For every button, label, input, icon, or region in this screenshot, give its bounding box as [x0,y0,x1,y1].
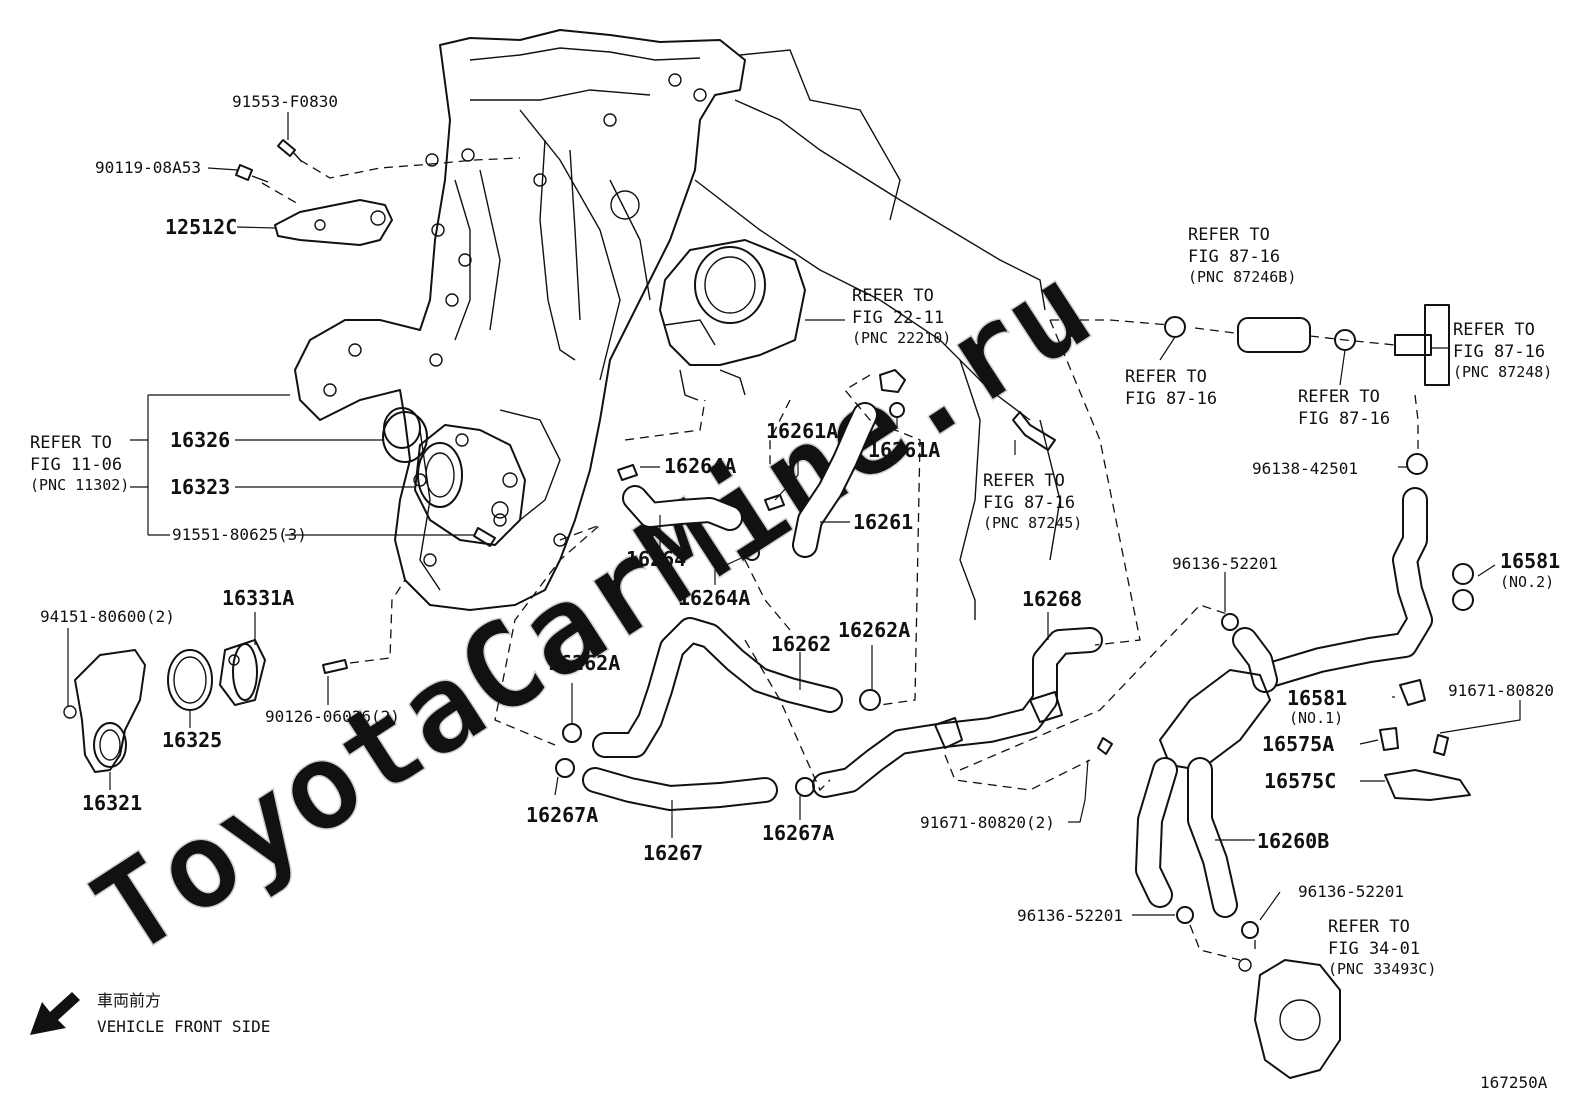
part-91553-label[interactable]: 91553-F0830 [232,92,338,111]
part-16323-label[interactable]: 16323 [170,475,230,499]
part-16267-label[interactable]: 16267 [643,841,703,865]
part-16264A-label-1[interactable]: 16264A [664,454,736,478]
part-96136-label-2[interactable]: 96136-52201 [1298,882,1404,901]
cooler-34-01 [1238,958,1341,1079]
water-housing [383,407,526,546]
part-16326-label[interactable]: 16326 [170,428,230,452]
ref-fig-87-16-b-l1[interactable]: REFER TO [1298,387,1380,407]
leader-lines [67,112,1521,921]
part-12512C-label[interactable]: 12512C [165,215,237,239]
ref-fig-34-01-pnc[interactable]: (PNC 33493C) [1328,960,1436,978]
part-96136-label-3[interactable]: 96136-52201 [1017,906,1123,925]
bracket-12512C [235,139,393,246]
part-16261-label[interactable]: 16261 [853,510,913,534]
ref-fig-87-16-pnc87246B-l2[interactable]: FIG 87-16 [1188,247,1280,267]
part-16575C-label[interactable]: 16575C [1264,769,1336,793]
part-16267A-label-2[interactable]: 16267A [762,821,834,845]
ref-fig-22-11-l2[interactable]: FIG 22-11 [852,308,944,328]
part-90119-label[interactable]: 90119-08A53 [95,158,201,177]
part-91671-label[interactable]: 91671-80820 [1448,681,1554,700]
ref-fig-11-06-pnc[interactable]: (PNC 11302) [30,476,129,494]
part-16581-no2-label[interactable]: 16581 [1500,549,1560,573]
part-16264-label[interactable]: 16264 [626,547,686,571]
part-16267A-label-1[interactable]: 16267A [526,803,598,827]
part-94151-label[interactable]: 94151-80600(2) [40,607,175,626]
part-16262A-label-2[interactable]: 16262A [548,651,620,675]
ref-fig-11-06-l1[interactable]: REFER TO [30,433,112,453]
vehicle-front-en: VEHICLE FRONT SIDE [97,1017,270,1036]
ref-fig-34-01-l2[interactable]: FIG 34-01 [1328,939,1420,959]
part-91671-2-label[interactable]: 91671-80820(2) [920,813,1055,832]
hose-16264 [622,485,743,531]
part-16331A-label[interactable]: 16331A [222,586,294,610]
ref-fig-87-16-pnc87246B-pnc[interactable]: (PNC 87246B) [1188,268,1296,286]
ref-fig-87-16-pnc87248-pnc[interactable]: (PNC 87248) [1453,363,1552,381]
ref-fig-87-16-a-l2[interactable]: FIG 87-16 [1125,389,1217,409]
part-16581-no1-label[interactable]: 16581 [1287,686,1347,710]
clamps [555,402,1474,939]
part-16262A-label-1[interactable]: 16262A [838,618,910,642]
throttle-body [659,239,845,401]
hose-16267 [582,767,778,811]
watermark: ToyotaCarMine.ru [70,238,1115,984]
vehicle-front-jp: 車両前方 [97,991,161,1010]
part-96138-label[interactable]: 96138-42501 [1252,459,1358,478]
part-16261A-label-1[interactable]: 16261A [766,419,838,443]
ref-fig-87-16-pnc87248-l2[interactable]: FIG 87-16 [1453,342,1545,362]
part-90126-label[interactable]: 90126-06026(2) [265,707,400,726]
part-16261A-label-2[interactable]: 16261A [868,438,940,462]
hose-16260B [1135,487,1433,918]
part-16321-label[interactable]: 16321 [82,791,142,815]
ref-fig-87-16-pnc87248-l1[interactable]: REFER TO [1453,320,1535,340]
part-16575A-label[interactable]: 16575A [1262,732,1334,756]
part-91551-label[interactable]: 91551-80625(3) [172,525,307,544]
ref-fig-87-16-a-l1[interactable]: REFER TO [1125,367,1207,387]
ref-fig-22-11-pnc[interactable]: (PNC 22210) [852,329,951,347]
ref-fig-87-16-pnc87245-l2[interactable]: FIG 87-16 [983,493,1075,513]
ref-fig-87-16-pnc87245-pnc[interactable]: (PNC 87245) [983,514,1082,532]
ref-fig-87-16-b-l2[interactable]: FIG 87-16 [1298,409,1390,429]
ref-fig-34-01-l1[interactable]: REFER TO [1328,917,1410,937]
ref-fig-11-06-l2[interactable]: FIG 11-06 [30,455,122,475]
part-16581-no1-note[interactable]: (NO.1) [1289,709,1343,727]
ref-fig-22-11-l1[interactable]: REFER TO [852,286,934,306]
part-16260B-label[interactable]: 16260B [1257,829,1329,853]
part-16268-label[interactable]: 16268 [1022,587,1082,611]
vehicle-front-arrow-icon [30,992,80,1035]
diagram-code: 167250A [1480,1073,1548,1092]
part-16262-label[interactable]: 16262 [771,632,831,656]
part-16325-label[interactable]: 16325 [162,728,222,752]
part-16264A-label-2[interactable]: 16264A [678,586,750,610]
ref-fig-87-16-pnc87246B-l1[interactable]: REFER TO [1188,225,1270,245]
ref-fig-87-16-pnc87245-l1[interactable]: REFER TO [983,471,1065,491]
part-16581-no2-note[interactable]: (NO.2) [1500,573,1554,591]
part-96136-label-1[interactable]: 96136-52201 [1172,554,1278,573]
hose-16261 [792,369,906,558]
hose-16268 [812,627,1103,798]
